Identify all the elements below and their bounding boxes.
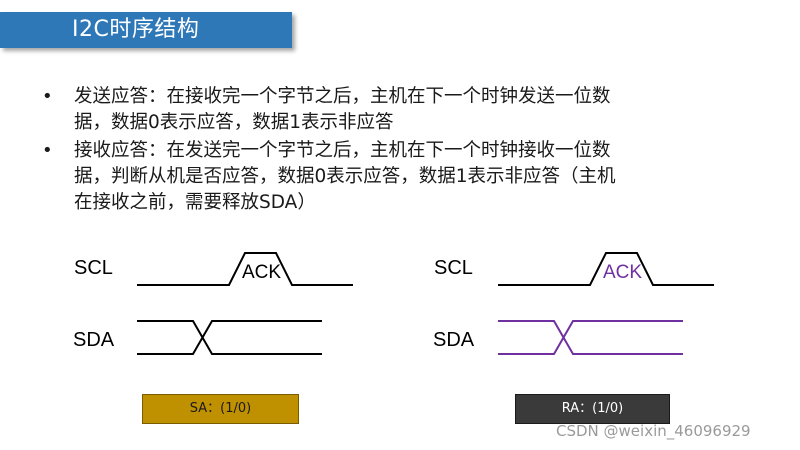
sda-waveform-low (498, 320, 683, 355)
sda-waveform-high (137, 320, 322, 355)
bullet-item-receive-ack: • 接收应答：在发送完一个字节之后，主机在下一个时钟接收一位数 据，判断从机是否… (40, 138, 770, 216)
receive-ack-diagram: SCL ACK SDA (433, 252, 714, 355)
bullet-line: 据，判断从机是否应答，数据0表示应答，数据1表示非应答（主机 (74, 166, 616, 187)
sda-label: SDA (73, 329, 115, 351)
bullet-dot: • (42, 140, 53, 161)
scl-label: SCL (74, 257, 113, 279)
scl-waveform (498, 252, 714, 286)
slide-title: I2C时序结构 (72, 17, 200, 42)
bullet-line: 发送应答：在接收完一个字节之后，主机在下一个时钟发送一位数 (74, 86, 611, 107)
bullet-line: 在接收之前，需要释放SDA） (74, 192, 316, 213)
sa-box: SA：(1/0) (142, 394, 299, 424)
scl-waveform (137, 252, 353, 286)
watermark: CSDN @weixin_46096929 (556, 422, 751, 440)
sda-waveform-high (498, 320, 683, 355)
bullet-item-send-ack: • 发送应答：在接收完一个字节之后，主机在下一个时钟发送一位数 据，数据0表示应… (40, 84, 770, 136)
sda-label: SDA (433, 329, 475, 351)
ra-box: RA：(1/0) (515, 394, 670, 424)
title-banner: I2C时序结构 (0, 12, 292, 48)
ack-label: ACK (603, 262, 642, 283)
bullet-line: 据，数据0表示应答，数据1表示非应答 (74, 112, 394, 133)
sda-waveform-low (137, 320, 322, 355)
scl-label: SCL (434, 257, 473, 279)
bullet-dot: • (42, 86, 53, 107)
bullet-list: • 发送应答：在接收完一个字节之后，主机在下一个时钟发送一位数 据，数据0表示应… (40, 84, 770, 218)
send-ack-diagram: SCL ACK SDA (73, 252, 353, 355)
ack-label: ACK (242, 262, 281, 283)
bullet-line: 接收应答：在发送完一个字节之后，主机在下一个时钟接收一位数 (74, 140, 611, 161)
